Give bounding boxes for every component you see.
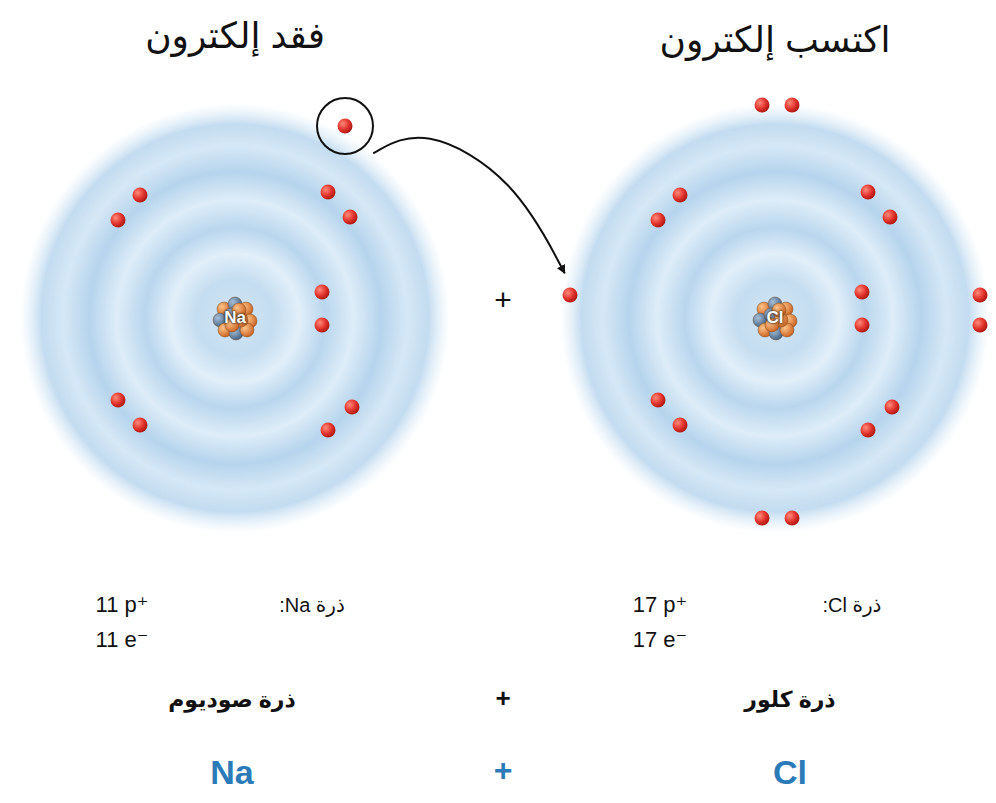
nucleus-symbol: Na (224, 308, 246, 328)
nucleon-ball (765, 318, 779, 332)
nucleus-symbol: Cl (767, 308, 784, 328)
proton-count: 17 p⁺ (633, 592, 687, 618)
electron-dot (973, 288, 988, 303)
electron-dot (111, 213, 126, 228)
nucleon-ball (764, 308, 778, 322)
electron-dot (651, 393, 666, 408)
plus-sign: + (494, 283, 512, 317)
plus-sign: + (494, 752, 513, 789)
atom-caption: ذرة Na: (279, 593, 345, 617)
electron-dot (321, 423, 336, 438)
electron-dot (111, 393, 126, 408)
electron-dot (973, 318, 988, 333)
electron-change-heading: اكتسب إلكترون (660, 19, 891, 61)
atom-outline (560, 103, 990, 533)
atom-outline (20, 103, 450, 533)
nucleon-ball (232, 303, 246, 317)
proton-count: 11 p⁺ (96, 592, 149, 618)
electron-count: 11 e⁻ (96, 627, 149, 653)
plus-sign: + (495, 683, 510, 714)
nucleon-ball (225, 318, 239, 332)
atom-name: ذرة كلور (744, 687, 835, 713)
electron-dot (855, 318, 870, 333)
electron-dot (861, 185, 876, 200)
electron-dot (343, 210, 358, 225)
electron-dot (885, 400, 900, 415)
electron-dot (785, 98, 800, 113)
electron-dot (651, 213, 666, 228)
nucleon-ball (240, 323, 254, 337)
electron-dot (785, 511, 800, 526)
electron-dot (345, 400, 360, 415)
nucleon-ball (780, 323, 794, 337)
electron-transfer-arrow (373, 138, 564, 274)
electron-dot (563, 288, 578, 303)
electron-dot (338, 119, 353, 134)
electron-dot (321, 185, 336, 200)
atom-caption: ذرة Cl: (822, 593, 881, 617)
electron-dot (315, 285, 330, 300)
electron-dot (673, 418, 688, 433)
nucleon-ball (774, 313, 788, 327)
atom-name: ذرة صوديوم (168, 687, 296, 713)
electron-dot (755, 511, 770, 526)
nucleon-ball (234, 313, 248, 327)
electron-dot (855, 285, 870, 300)
electron-dot (315, 318, 330, 333)
nucleon-ball (772, 303, 786, 317)
electron-dot (861, 423, 876, 438)
electron-dot (755, 98, 770, 113)
electron-dot (133, 188, 148, 203)
electron-dot (673, 188, 688, 203)
electron-dot (133, 418, 148, 433)
electron-ring (317, 98, 373, 154)
element-symbol: Na (210, 753, 253, 792)
element-symbol: Cl (773, 753, 807, 792)
atom-shell: فقد إلكترونNa (20, 103, 450, 533)
electron-dot (883, 210, 898, 225)
nucleon-ball (224, 308, 238, 322)
atom-shell: اكتسب إلكترونCl (560, 103, 990, 533)
electron-change-heading: فقد إلكترون (145, 15, 325, 57)
electron-count: 17 e⁻ (633, 627, 687, 653)
